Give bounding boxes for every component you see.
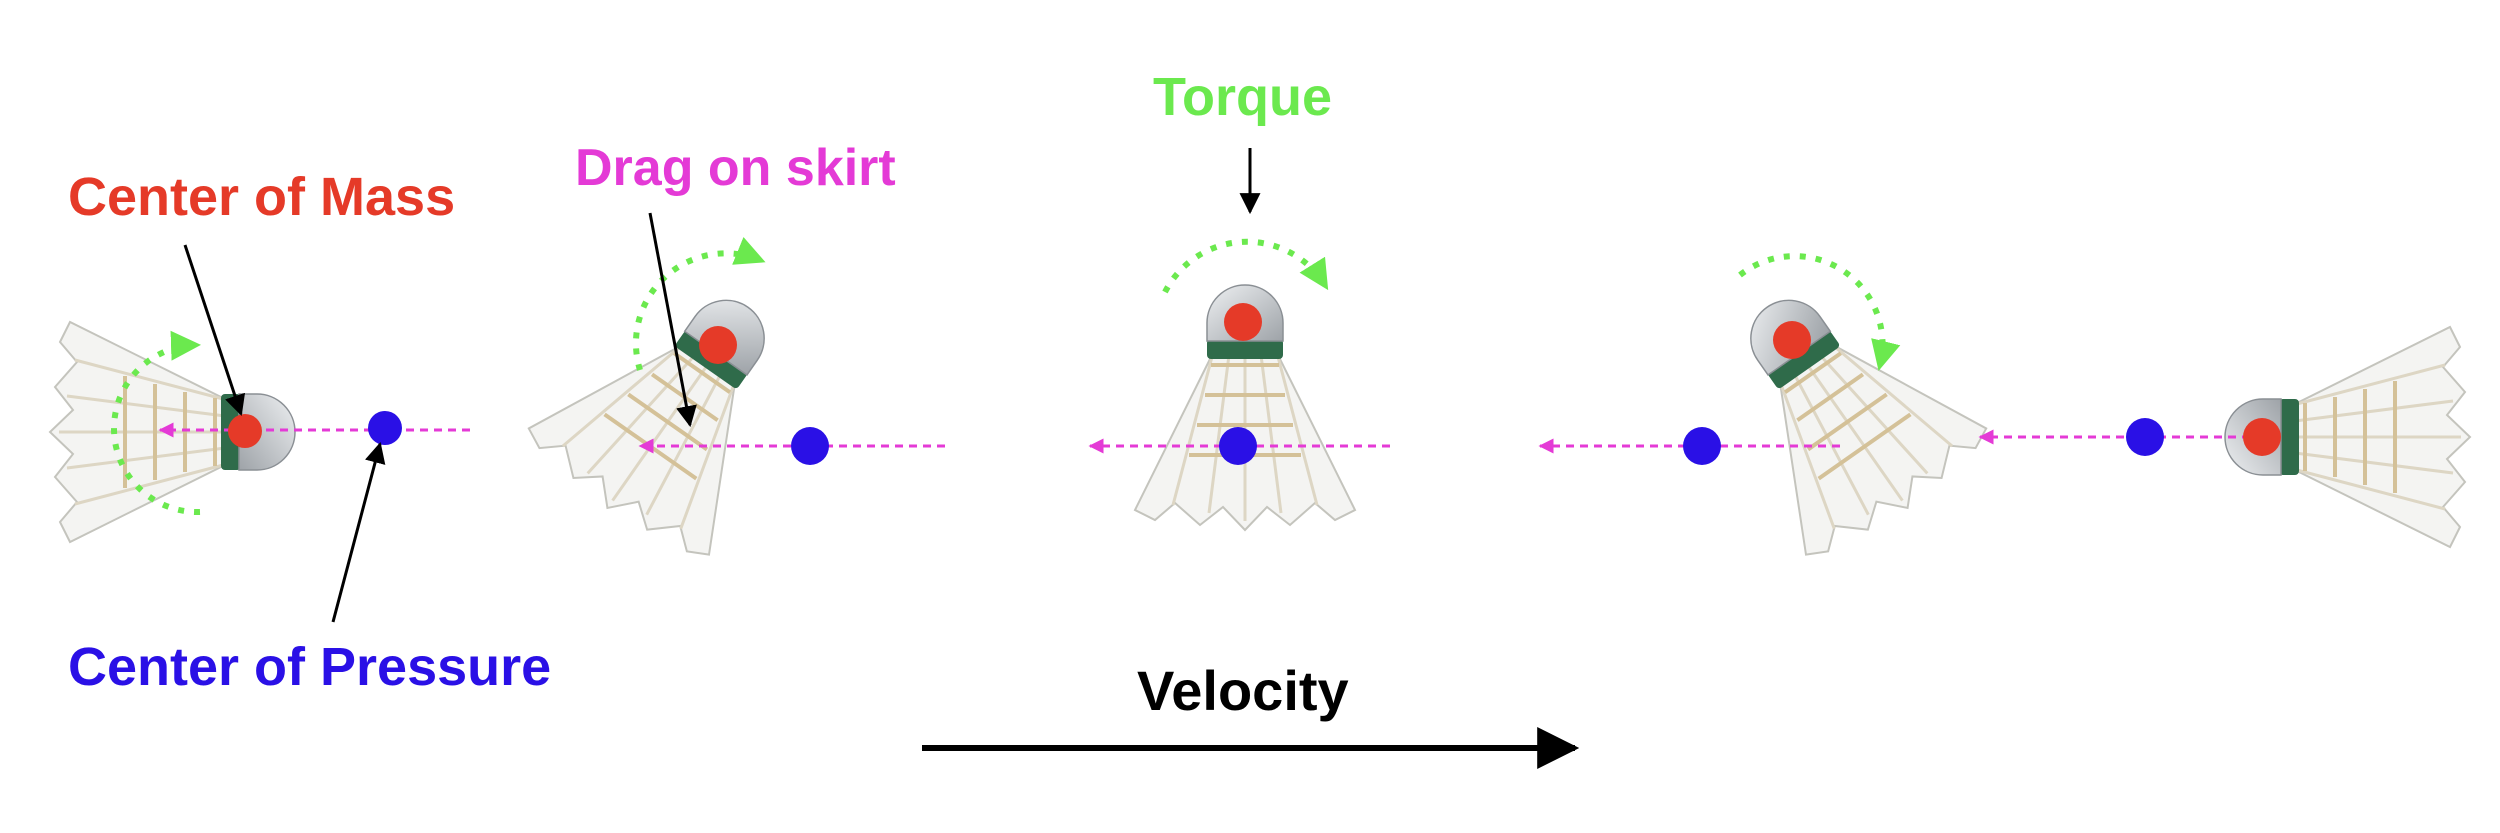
center-of-mass-label: Center of Mass	[68, 167, 455, 227]
shuttlecock-4	[1674, 242, 2000, 574]
center-of-pressure-dot-4	[1683, 427, 1721, 465]
drag-pointer	[648, 212, 697, 428]
center-of-mass-dot-4	[1773, 321, 1811, 359]
drag-on-skirt-label: Drag on skirt	[575, 139, 896, 197]
center-of-mass-dot-1	[228, 414, 262, 448]
center-of-pressure-dot-1	[368, 411, 402, 445]
center-of-pressure-dot-5	[2126, 418, 2164, 456]
center-of-pressure-dot-3	[1219, 427, 1257, 465]
shuttlecock-2	[515, 242, 841, 574]
center-of-mass-dot-2	[699, 326, 737, 364]
center-of-pressure-label: Center of Pressure	[68, 637, 551, 697]
torque-label: Torque	[1153, 67, 1332, 127]
center-of-pressure-dot-2	[791, 427, 829, 465]
torque-arrow-3	[1162, 238, 1329, 294]
center-of-mass-dot-3	[1224, 303, 1262, 341]
center-of-mass-dot-5	[2243, 418, 2281, 456]
velocity-label: Velocity	[1137, 659, 1349, 722]
center-of-mass-pointer	[183, 244, 246, 416]
center-of-pressure-pointer	[331, 441, 386, 623]
torque-arrow-2	[633, 237, 766, 371]
torque-arrow-1	[110, 330, 201, 516]
